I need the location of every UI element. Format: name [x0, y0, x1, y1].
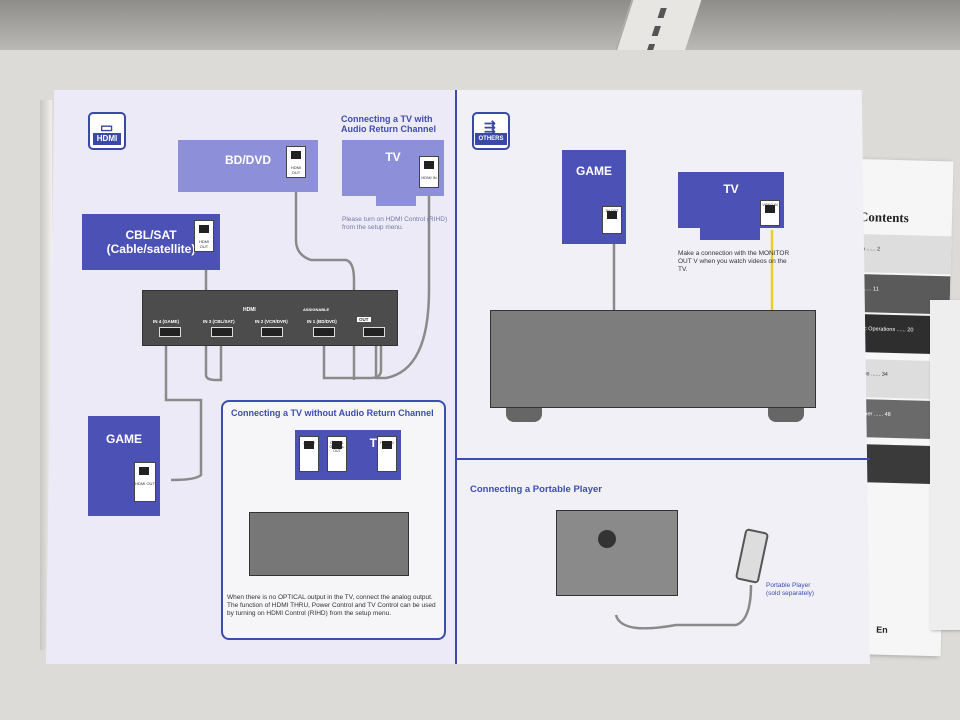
- others-section-tag: ⇶ OTHERS: [472, 112, 510, 150]
- portable-caption: Portable Player (sold separately): [766, 582, 815, 598]
- no-arc-box: Connecting a TV without Audio Return Cha…: [221, 400, 446, 640]
- volume-knob: [598, 530, 616, 548]
- arc-note: Please turn on HDMI Control (RIHD) from …: [342, 216, 448, 232]
- cable-portable: [614, 584, 753, 630]
- cbl-sat-hdmi-out-port: HDMI OUT: [194, 220, 214, 252]
- audio-out-port: AUDIO OUT: [299, 436, 319, 472]
- monitor-out-note: Make a connection with the MONITOR OUT V…: [678, 250, 790, 274]
- video-in-port: VIDEO IN: [760, 200, 780, 226]
- cable-game: [164, 345, 203, 482]
- receiver-foot-left: [506, 408, 542, 422]
- arc-tv-label: TV: [385, 150, 401, 164]
- hdmi-in3-port: [211, 327, 233, 337]
- av-out-port: AV OUT: [602, 206, 622, 234]
- hdmi-connector-icon: ▭: [100, 119, 114, 135]
- receiver-foot-right: [768, 408, 804, 422]
- hdmi-in1-port: [313, 327, 335, 337]
- page-corner-mark: En: [876, 624, 888, 635]
- cable-tv-arc: [374, 180, 431, 380]
- receiver-rear-panel: [490, 310, 816, 408]
- bd-dvd-label: BD/DVD: [224, 153, 271, 167]
- cable-bd-dvd: [294, 190, 356, 380]
- game-hdmi-out-port: HDMI OUT: [134, 462, 156, 502]
- cable-cbl-sat: [204, 260, 223, 382]
- receiver-hdmi-panel: HDMI ASSIGNABLE IN 4 (GAME) IN 3 (CBL/SA…: [142, 290, 398, 346]
- portable-title: Connecting a Portable Player: [470, 484, 602, 495]
- back-page: [930, 300, 960, 630]
- receiver-front-panel: [556, 510, 678, 596]
- section-divider: [456, 458, 870, 460]
- no-arc-receiver: [249, 512, 409, 576]
- connection-guide-sheet: ▭ HDMI BD/DVD HDMI OUT Connecting a TV w…: [46, 90, 870, 664]
- center-fold: [455, 90, 457, 664]
- bd-dvd-hdmi-out-port: HDMI OUT: [286, 146, 306, 178]
- digital-optical-out-port: DIGITAL OPTICAL OUT: [327, 436, 347, 472]
- others-tv-stand: [700, 228, 760, 240]
- rca-connector-icon: ⇶: [484, 119, 496, 135]
- hdmi-in2-port: [261, 327, 283, 337]
- arc-tv-hdmi-in-port: HDMI IN: [419, 156, 439, 188]
- arc-title: Connecting a TV with Audio Return Channe…: [341, 114, 436, 134]
- hdmi-out-port: [363, 327, 385, 337]
- no-arc-hdmi-in-port: HDMI IN: [377, 436, 397, 472]
- cable-out: [322, 345, 383, 380]
- hdmi-in4-port: [159, 327, 181, 337]
- arc-tv-stand: [376, 196, 416, 206]
- hdmi-section-tag: ▭ HDMI: [88, 112, 126, 150]
- no-arc-note: When there is no OPTICAL output in the T…: [227, 594, 436, 618]
- no-arc-title: Connecting a TV without Audio Return Cha…: [231, 408, 434, 418]
